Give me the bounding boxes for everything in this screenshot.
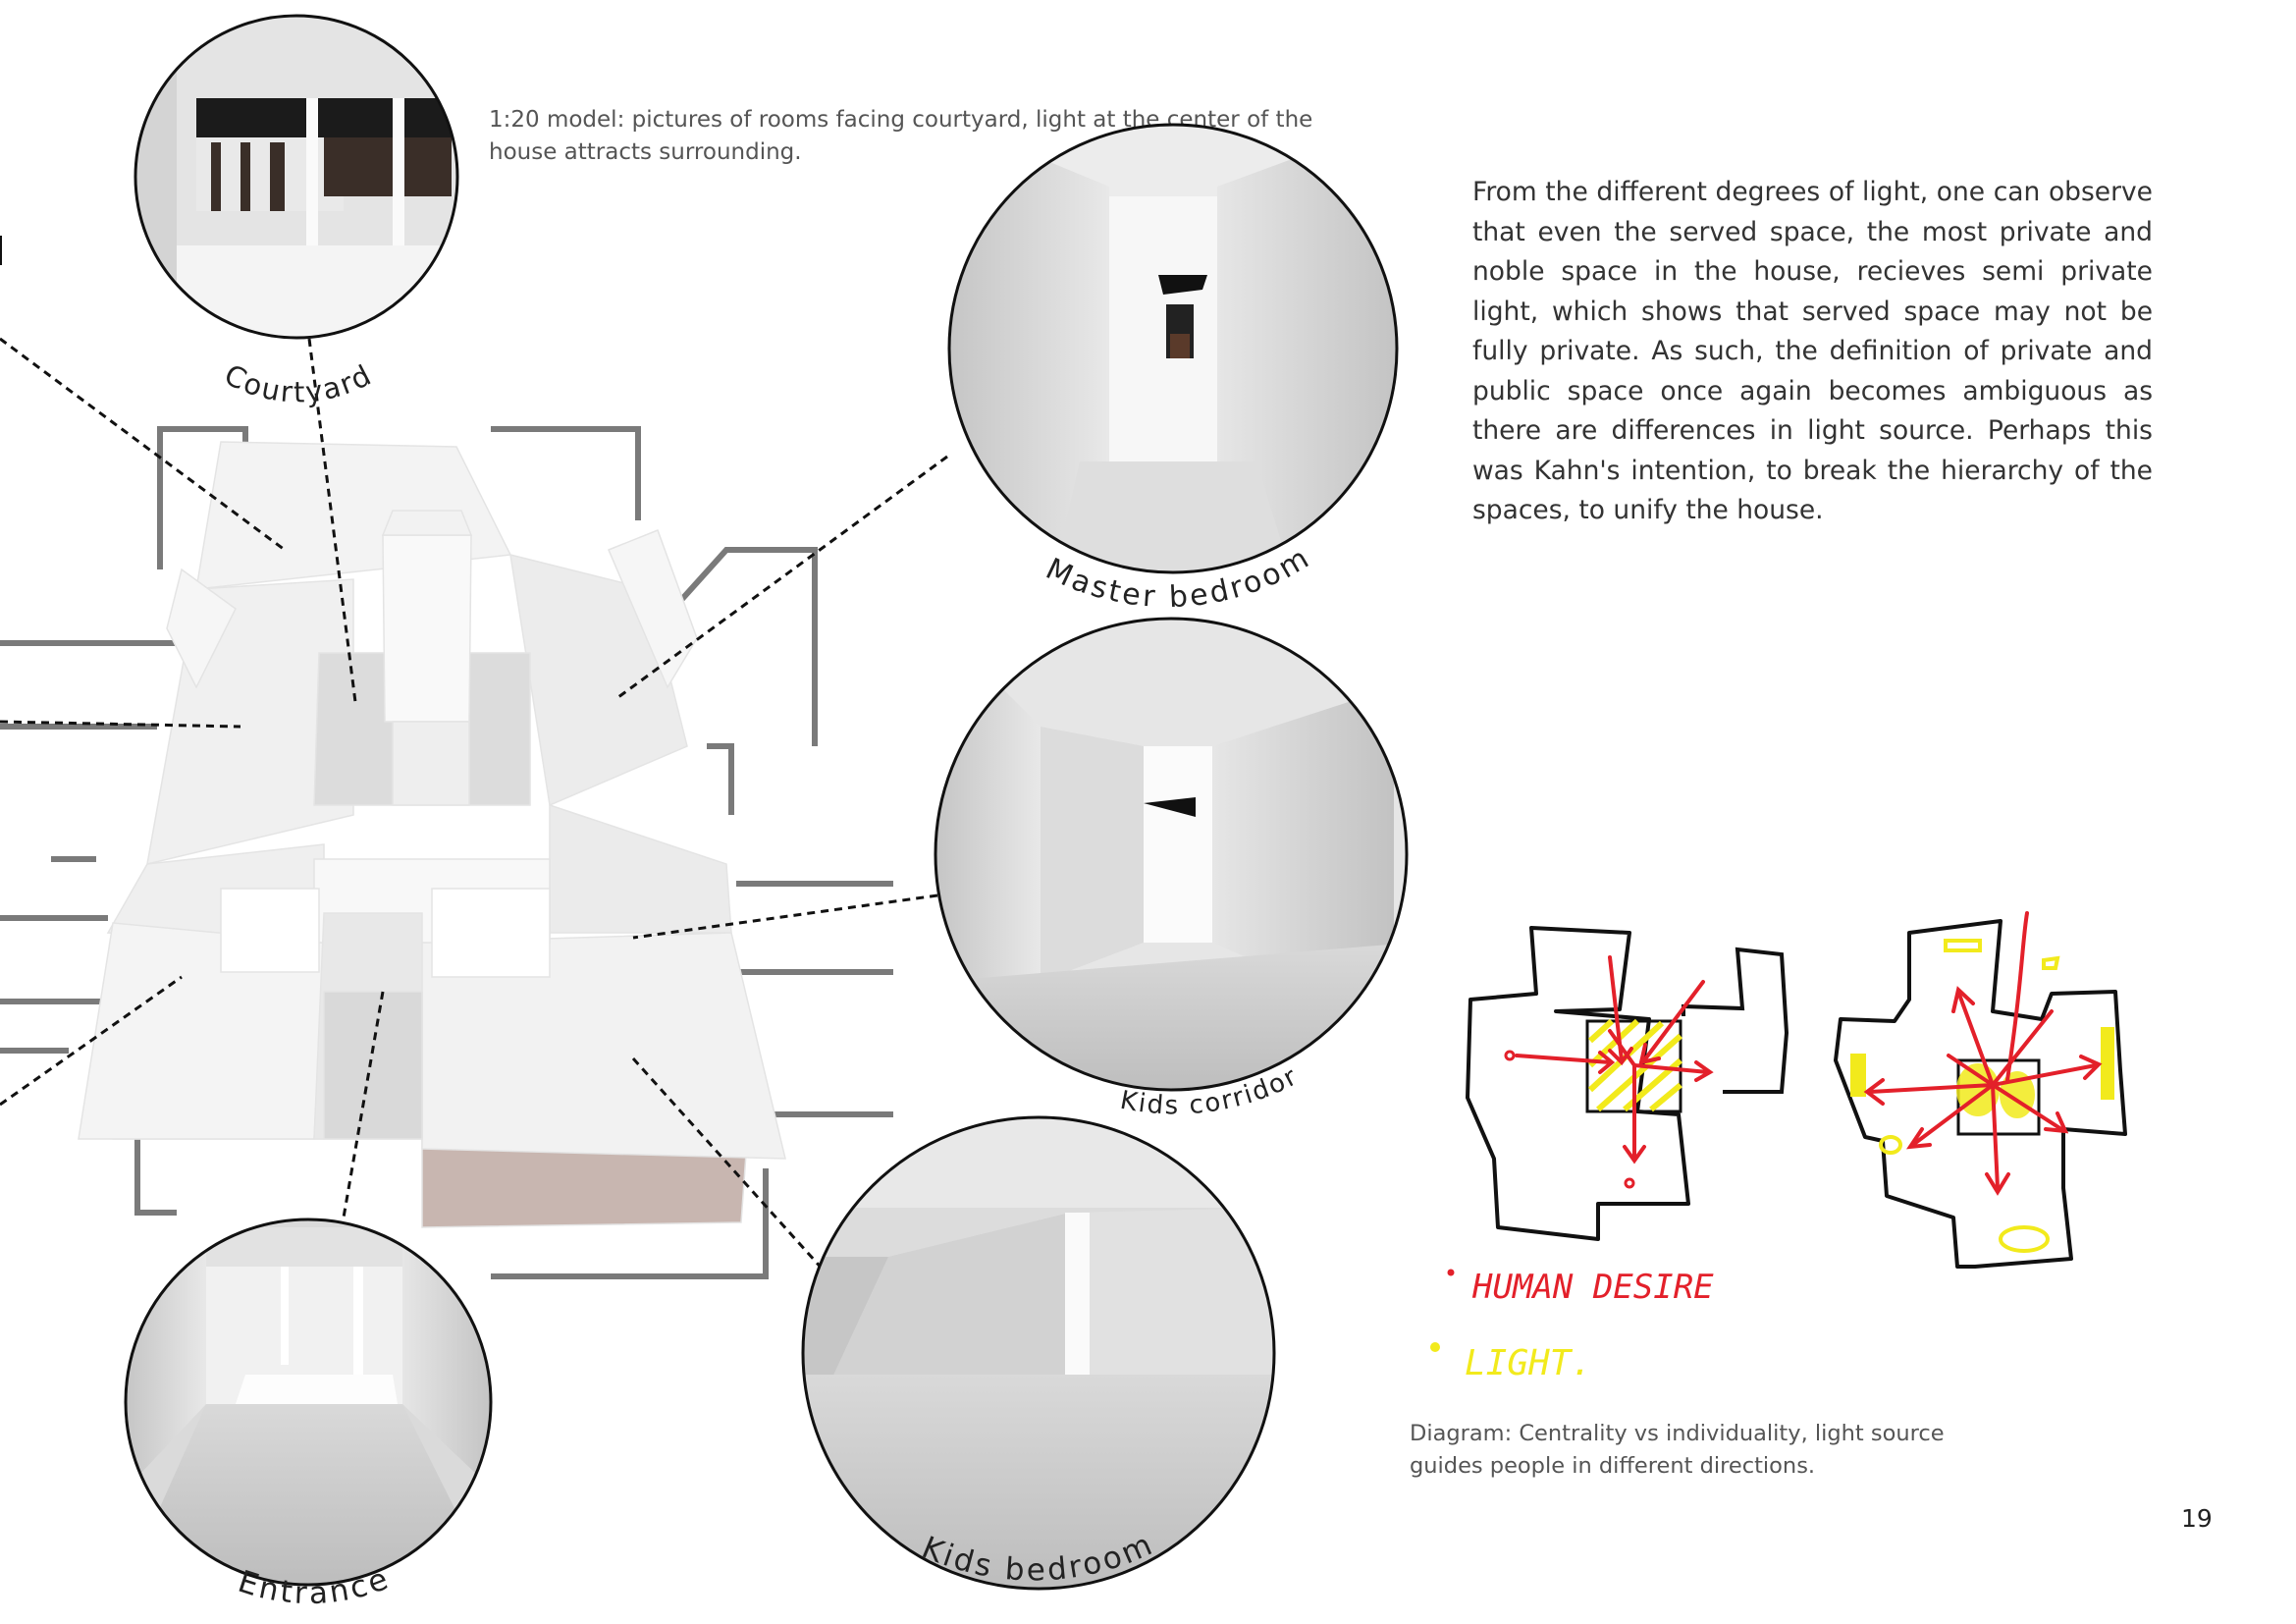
desire-legend-dot (1447, 1269, 1455, 1276)
light-legend: LIGHT. (1465, 1343, 1592, 1383)
page-number: 19 (2181, 1504, 2213, 1533)
model-caption: 1:20 model: pictures of rooms facing cou… (489, 107, 1313, 165)
body-paragraph: From the different degrees of light, one… (1472, 177, 2153, 525)
kids-bedroom-photo (801, 1115, 1276, 1591)
connector-lines (0, 337, 948, 1273)
master-bedroom-photo (947, 123, 1399, 574)
hand-diagram: HUMAN DESIRE LIGHT. (1430, 911, 2127, 1383)
centrality-desire-arrows (1515, 955, 1714, 1164)
individuality-desire-arrows (1863, 911, 2103, 1196)
svg-text:Courtyard: Courtyard (219, 357, 378, 408)
human-desire-legend: HUMAN DESIRE (1471, 1268, 1714, 1307)
entrance-photo (124, 1218, 493, 1587)
individuality-plan (1834, 911, 2127, 1269)
centrality-plan (1466, 926, 1789, 1241)
courtyard-label: Courtyard (219, 357, 376, 408)
light-legend-dot (1430, 1342, 1440, 1352)
courtyard-photo (133, 14, 459, 340)
kids-corridor-photo (934, 617, 1409, 1092)
individuality-light-spots (1850, 939, 2114, 1253)
diagram-caption: Diagram: Centrality vs individuality, li… (1410, 1421, 1945, 1479)
foam-model (78, 441, 786, 1228)
